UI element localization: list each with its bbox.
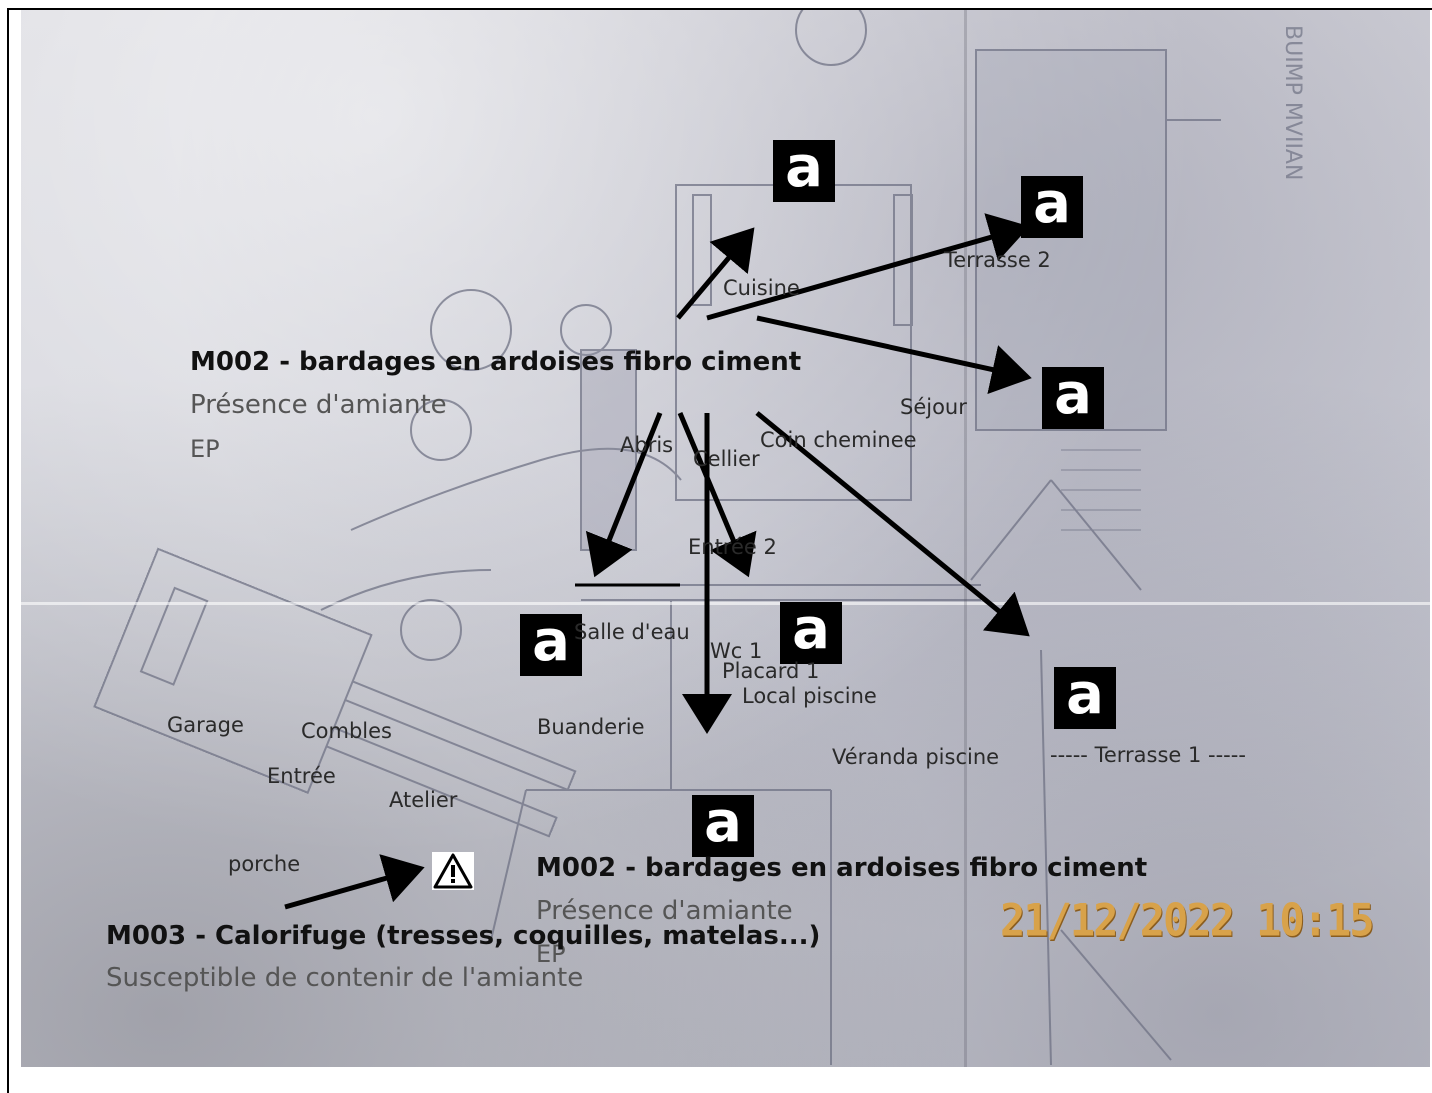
paper-fold-horizontal <box>21 602 1430 605</box>
asbestos-marker-terrasse-1[interactable]: a <box>1054 667 1116 729</box>
arrow-to-abris-marker <box>585 412 663 578</box>
marker-letter: a <box>1054 362 1092 427</box>
material-m002-type-bottom: EP <box>536 940 566 968</box>
marker-letter: a <box>1033 171 1071 236</box>
room-label-salle-d-eau: Salle d'eau <box>574 620 690 644</box>
arrow-to-sejour-marker <box>756 315 1032 395</box>
material-m002-title-bottom: M002 - bardages en ardoises fibro ciment <box>536 853 1148 883</box>
room-label-entree-2: Entrée 2 <box>688 535 777 559</box>
room-label-cellier: Cellier <box>693 447 760 471</box>
room-label-garage: Garage <box>167 713 244 737</box>
room-label-abris: Abris <box>620 433 674 457</box>
material-m003-status: Susceptible de contenir de l'amiante <box>106 963 584 993</box>
room-label-terrasse-2: Terrasse 2 <box>944 248 1051 272</box>
arrow-to-cellier-marker <box>677 412 757 578</box>
asbestos-marker-salle-d-eau[interactable]: a <box>520 614 582 676</box>
material-m002-title: M002 - bardages en ardoises fibro ciment <box>190 347 802 377</box>
asbestos-marker-cuisine[interactable]: a <box>773 140 835 202</box>
room-label-coin-cheminee: Coin cheminee <box>760 428 917 452</box>
material-m002-status-bottom: Présence d'amiante <box>536 896 793 926</box>
arrow-to-veranda-marker <box>755 411 1030 637</box>
room-label-terrasse-1: ----- Terrasse 1 ----- <box>1050 743 1246 767</box>
room-label-porche: porche <box>228 852 301 876</box>
marker-letter: a <box>792 597 830 662</box>
warning-triangle-icon[interactable] <box>432 852 474 890</box>
paper-fold-vertical <box>964 10 967 1067</box>
marker-letter: a <box>1066 662 1104 727</box>
asbestos-marker-wc[interactable]: a <box>780 602 842 664</box>
arrow-to-warning <box>284 854 425 910</box>
room-label-sejour: Séjour <box>900 395 967 419</box>
floor-plan-drawing: BUIMP MVIIAN <box>93 10 1305 1066</box>
material-m003-title: M003 - Calorifuge (tresses, coquilles, m… <box>106 921 821 951</box>
asbestos-marker-bottom[interactable]: a <box>692 795 754 857</box>
arrow-to-terrasse2-marker <box>706 213 1030 321</box>
photo-timestamp: 21/12/2022 10:15 <box>1000 894 1375 947</box>
room-label-placard-1: Placard 1 <box>722 659 820 683</box>
room-label-local-piscine: Local piscine <box>742 684 877 708</box>
room-label-buanderie: Buanderie <box>537 715 645 739</box>
arrow-to-cuisine-marker <box>676 227 755 320</box>
room-label-veranda-piscine: Véranda piscine <box>832 745 1000 769</box>
frame-left-line <box>7 8 9 1093</box>
asbestos-marker-sejour[interactable]: a <box>1042 367 1104 429</box>
room-label-combles: Combles <box>301 719 392 743</box>
marker-letter: a <box>785 135 823 200</box>
frame-top-line <box>7 8 1432 10</box>
room-label-wc-1: Wc 1 <box>710 639 763 663</box>
asbestos-marker-terrasse-2[interactable]: a <box>1021 176 1083 238</box>
room-label-cuisine: Cuisine <box>723 276 800 300</box>
marker-letter: a <box>704 790 742 855</box>
material-m002-type: EP <box>190 435 220 463</box>
marker-letter: a <box>532 609 570 674</box>
svg-text:BUIMP MVIIAN: BUIMP MVIIAN <box>1280 25 1305 180</box>
room-label-entree: Entrée <box>267 764 336 788</box>
room-label-atelier: Atelier <box>389 788 458 812</box>
material-m002-status: Présence d'amiante <box>190 390 447 420</box>
